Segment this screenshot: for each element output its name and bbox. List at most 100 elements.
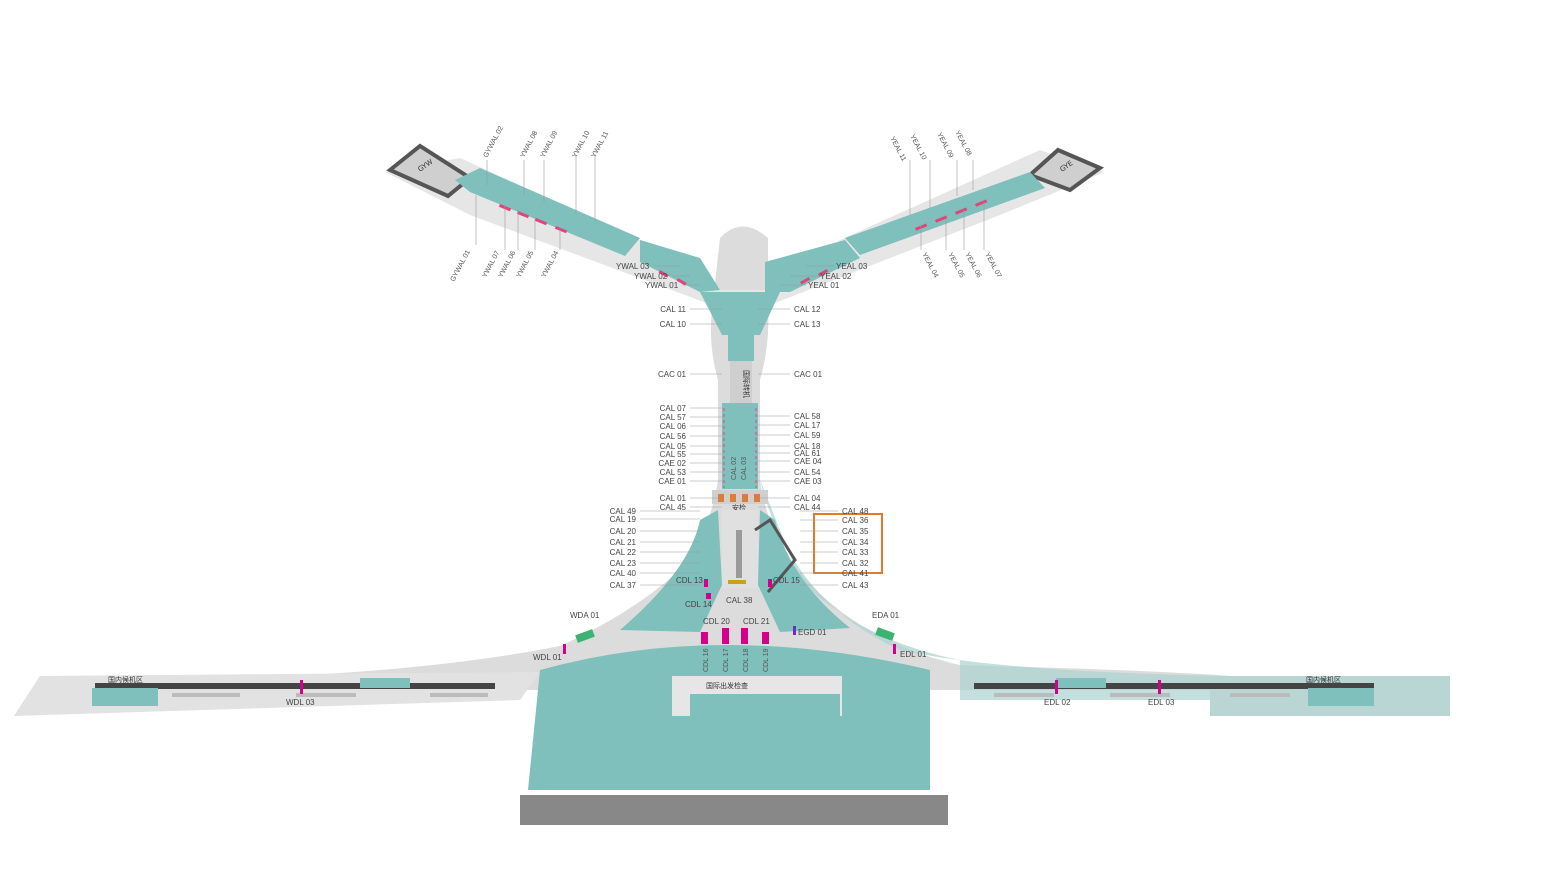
gate-label: YWAL 04 <box>541 250 561 279</box>
gate-label: CDL 20 <box>703 617 730 626</box>
corridor-link <box>730 361 752 403</box>
gate-label: CAL 53 <box>660 468 687 477</box>
apron-north-fork <box>385 150 1105 305</box>
gate-label: CAC 01 <box>658 370 687 379</box>
gate-label: WDA 01 <box>570 611 600 620</box>
gate-label: YEAL 04 <box>920 252 939 280</box>
wing-labels: WDA 01 WDL 01 WDL 03 EDA 01 EDL 01 EDL 0… <box>286 611 1175 707</box>
gate-label: CAL 17 <box>794 421 821 430</box>
gate-label: YWAL 09 <box>540 130 560 159</box>
gate-label: CAL 56 <box>660 432 687 441</box>
gate-label: CAE 01 <box>658 477 686 486</box>
gate-label: CAL 22 <box>610 548 637 557</box>
gate-label: CAL 45 <box>660 503 687 512</box>
left-pier: GYW <box>386 143 720 292</box>
gate-label: CAL 41 <box>842 569 869 578</box>
east-wing-bar <box>974 683 1374 689</box>
gate-label: CAE 02 <box>658 459 686 468</box>
left-pier-inner-labels: YWAL 03 YWAL 02 YWAL 01 <box>616 262 700 290</box>
gate-label: YEAL 11 <box>888 136 907 163</box>
west-wing: 国内候机区 <box>92 629 595 706</box>
gate-label: CAL 40 <box>610 569 637 578</box>
hub-left-lobe <box>620 510 722 632</box>
gate-label: YWAL 11 <box>591 130 611 159</box>
gate-label: CAL 21 <box>610 538 637 547</box>
hall-base <box>520 795 948 825</box>
right-pier-inner-labels: YEAL 03 YEAL 02 YEAL 01 <box>780 262 868 290</box>
west-domestic-label: 国内候机区 <box>108 675 143 684</box>
gate-label: CAL 58 <box>794 412 821 421</box>
gate-label: CAL 01 <box>660 494 687 503</box>
corridor-main <box>722 403 758 489</box>
gate-label: CAL 18 <box>794 442 821 451</box>
gate-label: CDL 17 <box>723 648 730 672</box>
gate-label: CAL 33 <box>842 548 869 557</box>
left-pier-body <box>455 168 640 256</box>
hub-right-lobe <box>758 510 850 632</box>
gate-label: CAL 44 <box>794 503 821 512</box>
highlight-box <box>813 513 883 574</box>
gate-label: EDL 03 <box>1148 698 1175 707</box>
east-wing: 国内候机区 <box>875 627 1374 706</box>
gate-label: YEAL 09 <box>935 132 954 160</box>
gate-label: YWAL 01 <box>645 281 679 290</box>
gate-label: YEAL 08 <box>953 130 972 158</box>
west-wing-bar <box>95 683 495 689</box>
east-domestic-label: 国内候机区 <box>1306 675 1341 684</box>
gate-label: YEAL 01 <box>808 281 840 290</box>
gate-label: CAL 23 <box>610 559 637 568</box>
gate-label: CDL 13 <box>676 576 703 585</box>
east-wing-block2 <box>1056 678 1106 688</box>
gate-label: WDL 03 <box>286 698 315 707</box>
gate-label: CAL 48 <box>842 507 869 516</box>
gate-label: EDL 01 <box>900 650 927 659</box>
gate-label: CAL 49 <box>610 507 637 516</box>
west-wing-block2 <box>360 678 410 688</box>
gate-label: YWAL 08 <box>520 130 540 159</box>
gate-label: CAL 57 <box>660 413 687 422</box>
gate-label: CAL 12 <box>794 305 821 314</box>
gate-label: EGD 01 <box>798 628 827 637</box>
right-pier-end-cap <box>1026 147 1105 193</box>
gate-label: YEAL 06 <box>963 252 982 280</box>
gate-label: CAL 13 <box>794 320 821 329</box>
corridor-link-label: 国际转机 <box>742 370 751 398</box>
gate-label: WDL 01 <box>533 653 562 662</box>
gate-label: YWAL 03 <box>616 262 650 271</box>
left-pier-gates <box>498 203 687 286</box>
gate-label: CAL 04 <box>794 494 821 503</box>
gate-label: CAL 03 <box>741 457 748 480</box>
gate-label: CAC 01 <box>794 370 823 379</box>
gate-label: YWAL 10 <box>572 130 592 159</box>
egd-door <box>793 626 796 635</box>
gate-label: YEAL 10 <box>908 134 927 162</box>
gate-label: EDL 02 <box>1044 698 1071 707</box>
gate-label: CAL 37 <box>610 581 637 590</box>
gate-label: EDA 01 <box>872 611 900 620</box>
gate-label: CAL 59 <box>794 431 821 440</box>
gate-label: CDL 21 <box>743 617 770 626</box>
gate-label: YEAL 05 <box>946 252 965 280</box>
gate-label: CAL 38 <box>726 596 753 605</box>
gate-label: CAL 36 <box>842 516 869 525</box>
gate-label: CAE 04 <box>794 457 822 466</box>
right-pier-body <box>845 172 1045 255</box>
gate-label: CDL 19 <box>763 648 770 672</box>
east-wing-block1 <box>1308 688 1374 706</box>
gate-label: CAL 32 <box>842 559 869 568</box>
gate-label: CDL 16 <box>703 648 710 672</box>
security-label: 安检 <box>732 503 746 512</box>
gate-label: CAL 35 <box>842 527 869 536</box>
lower-hub: 国际出发检查 <box>520 510 948 825</box>
gate-label: CAL 55 <box>660 450 687 459</box>
gate-label: YEAL 02 <box>820 272 852 281</box>
gate-label: CAL 02 <box>731 457 738 480</box>
gate-label: YWAL 02 <box>634 272 668 281</box>
gate-label: CAL 20 <box>610 527 637 536</box>
hub-labels: CDL 13 CDL 14 CAL 38 CDL 15 CDL 20 CDL 2… <box>676 576 827 672</box>
gate-label: CAL 05 <box>660 442 687 451</box>
